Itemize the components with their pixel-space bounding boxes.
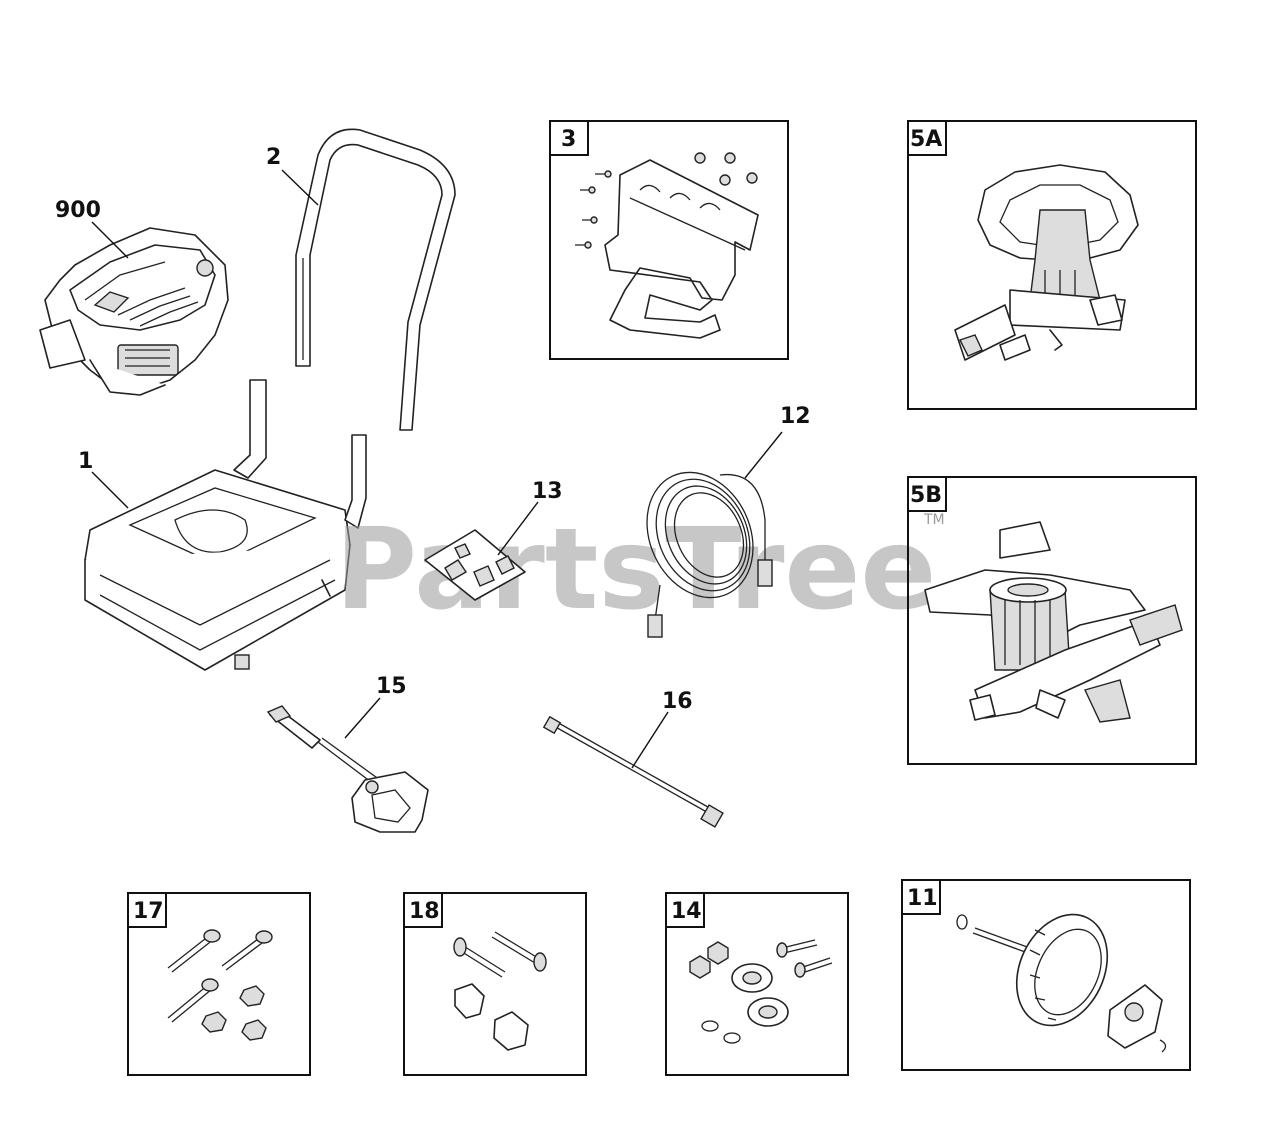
leader-line-2 bbox=[281, 169, 319, 206]
watermark-trademark: TM bbox=[923, 512, 945, 528]
box-18-frame bbox=[403, 892, 587, 1076]
wheel-kit-part[interactable] bbox=[956, 900, 1167, 1053]
box-18-tag bbox=[403, 892, 443, 928]
box-5a-tag bbox=[907, 120, 947, 156]
callout-12: 12 bbox=[780, 404, 811, 429]
callout-11: 11 bbox=[907, 886, 938, 911]
callout-1: 1 bbox=[78, 449, 93, 474]
box-17-tag bbox=[127, 892, 167, 928]
leader-line-1 bbox=[91, 471, 129, 509]
leader-line-13 bbox=[497, 501, 539, 556]
wand-part[interactable] bbox=[542, 715, 724, 828]
leader-line-12 bbox=[744, 431, 783, 479]
engine-part[interactable] bbox=[39, 227, 229, 396]
callout-18: 18 bbox=[409, 899, 440, 924]
callout-16: 16 bbox=[662, 689, 693, 714]
hardware-17-part[interactable] bbox=[167, 929, 273, 1041]
frame-part[interactable] bbox=[84, 379, 367, 671]
callout-5a: 5A bbox=[910, 127, 942, 152]
callout-900: 900 bbox=[55, 198, 101, 223]
box-3-tag bbox=[549, 120, 589, 156]
box-14-tag bbox=[665, 892, 705, 928]
hose-part[interactable] bbox=[627, 455, 773, 638]
nozzle-kit-part[interactable] bbox=[424, 529, 526, 601]
handle-part[interactable] bbox=[295, 128, 456, 431]
box-17-frame bbox=[127, 892, 311, 1076]
hardware-14-part[interactable] bbox=[689, 939, 833, 1044]
box-11-frame bbox=[901, 879, 1191, 1071]
box-3-frame bbox=[549, 120, 789, 360]
callout-13: 13 bbox=[532, 479, 563, 504]
leader-line-15 bbox=[344, 697, 381, 739]
box-5b-frame bbox=[907, 476, 1197, 765]
watermark-text: PartsTree bbox=[335, 505, 936, 635]
callout-5b: 5B bbox=[910, 483, 942, 508]
leader-line-900 bbox=[91, 221, 129, 259]
callout-3: 3 bbox=[561, 127, 576, 152]
box-11-tag bbox=[901, 879, 941, 915]
bracket-kit-part[interactable] bbox=[575, 152, 759, 339]
pump-5b-part[interactable] bbox=[924, 521, 1183, 723]
callout-2: 2 bbox=[266, 145, 281, 170]
box-5b-tag bbox=[907, 476, 947, 512]
box-5a-frame bbox=[907, 120, 1197, 410]
box-14-frame bbox=[665, 892, 849, 1076]
callout-15: 15 bbox=[376, 674, 407, 699]
pump-5a-part[interactable] bbox=[954, 164, 1139, 361]
callout-14: 14 bbox=[671, 899, 702, 924]
leader-line-16 bbox=[631, 711, 669, 769]
spray-gun-part[interactable] bbox=[266, 705, 429, 833]
hardware-18-part[interactable] bbox=[453, 931, 547, 1051]
callout-17: 17 bbox=[133, 899, 164, 924]
